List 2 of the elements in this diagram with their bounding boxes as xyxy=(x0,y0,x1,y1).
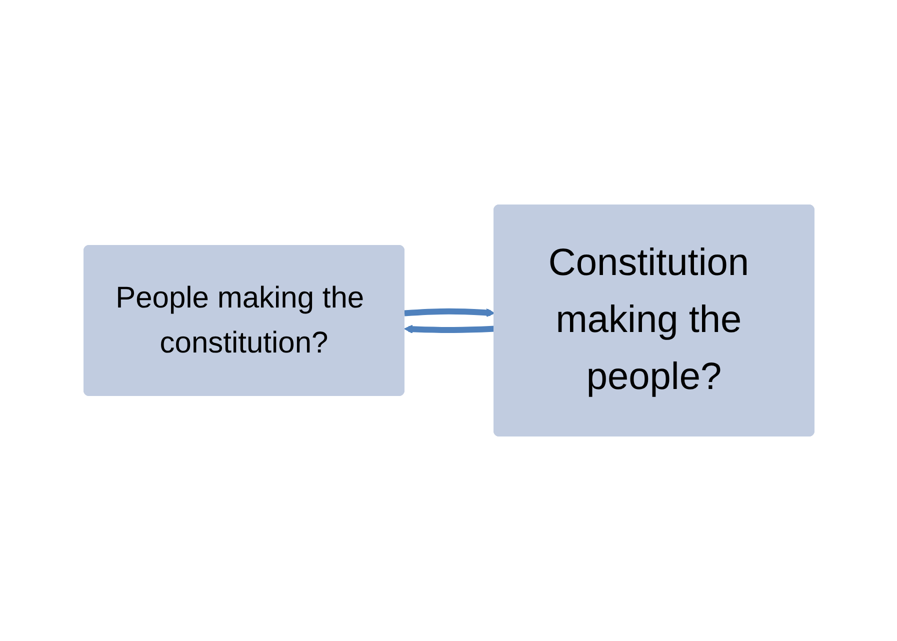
arrow xyxy=(404,308,494,318)
arrow xyxy=(404,324,494,334)
